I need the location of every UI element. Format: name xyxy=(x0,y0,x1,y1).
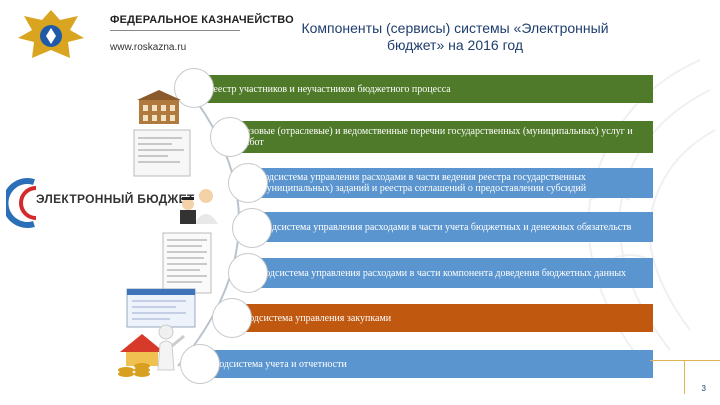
node-6 xyxy=(212,298,252,338)
item-bar-5[interactable]: Подсистема управления расходами в части … xyxy=(250,258,653,288)
slide-title-line-1: Компоненты (сервисы) системы «Электронны… xyxy=(255,20,655,37)
item-bar-7[interactable]: Подсистема учета и отчетности xyxy=(204,350,653,378)
slide-title: Компоненты (сервисы) системы «Электронны… xyxy=(255,20,655,54)
form-thumbnail-icon xyxy=(162,232,212,294)
node-2 xyxy=(210,117,250,157)
building-icon xyxy=(134,88,184,128)
person-pointing-icon xyxy=(148,322,188,372)
item-label-3: Подсистема управления расходами в части … xyxy=(257,172,653,194)
footer-divider xyxy=(650,360,720,361)
org-url[interactable]: www.roskazna.ru xyxy=(110,42,186,53)
item-label-7: Подсистема учета и отчетности xyxy=(212,359,347,370)
slide-title-line-2: бюджет» на 2016 год xyxy=(255,37,655,54)
org-divider xyxy=(110,30,240,31)
item-bar-4[interactable]: Подсистема управления расходами в части … xyxy=(252,212,653,242)
item-label-6: Подсистема управления закупками xyxy=(242,313,391,324)
item-label-4: Подсистема управления расходами в части … xyxy=(260,222,631,233)
item-label-2: Базовые (отраслевые) и ведомственные пер… xyxy=(240,126,653,148)
document-thumbnail-icon xyxy=(132,128,192,178)
people-icon xyxy=(174,186,224,226)
node-5 xyxy=(228,253,268,293)
node-4 xyxy=(232,208,272,248)
page-number: 3 xyxy=(702,384,706,393)
footer-vertical-divider xyxy=(684,360,685,394)
treasury-emblem-icon xyxy=(8,6,94,66)
item-label-1: Реестр участников и неучастников бюджетн… xyxy=(208,84,451,95)
item-bar-1[interactable]: Реестр участников и неучастников бюджетн… xyxy=(200,75,653,103)
item-bar-6[interactable]: Подсистема управления закупками xyxy=(234,304,653,332)
item-bar-2[interactable]: Базовые (отраслевые) и ведомственные пер… xyxy=(232,121,653,153)
brand-text: ЭЛЕКТРОННЫЙ БЮДЖЕТ xyxy=(36,192,195,206)
node-3 xyxy=(228,163,268,203)
item-label-5: Подсистема управления расходами в части … xyxy=(258,268,626,279)
item-bar-3[interactable]: Подсистема управления расходами в части … xyxy=(249,168,653,198)
